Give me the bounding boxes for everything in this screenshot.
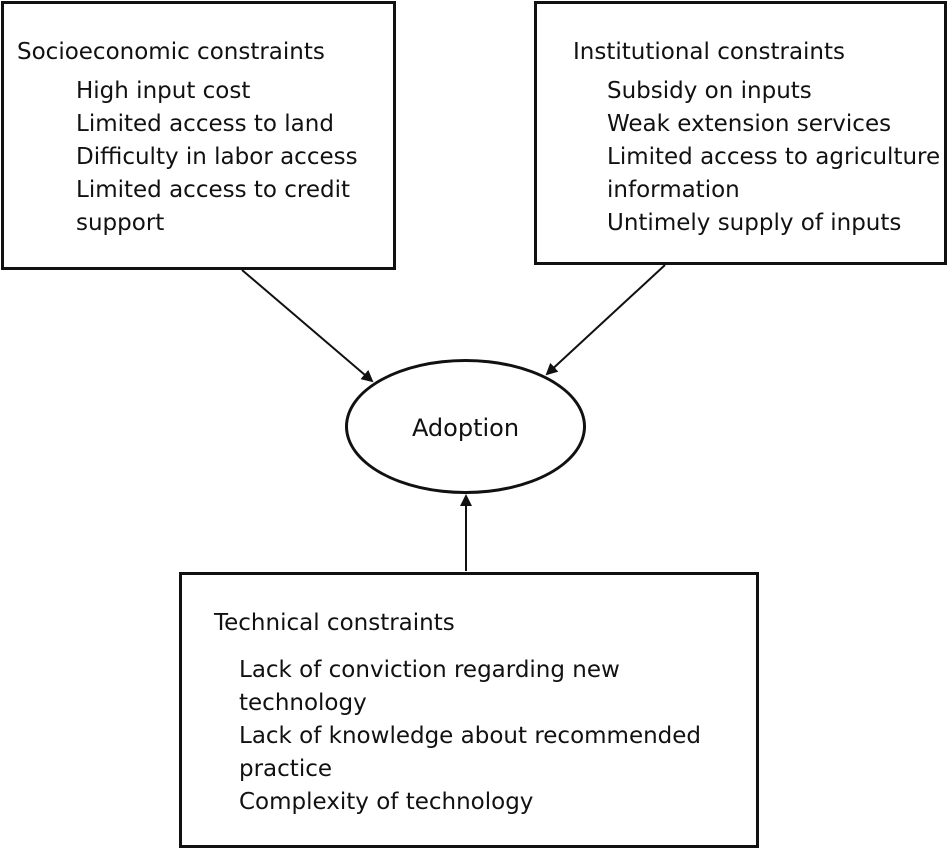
- list-item: Lack of conviction regarding new technol…: [239, 657, 620, 716]
- institutional-constraints-title: Institutional constraints: [573, 39, 846, 65]
- technical-constraints-title: Technical constraints: [214, 610, 455, 636]
- socioeconomic-constraints-title: Socioeconomic constraints: [17, 39, 325, 65]
- socioeconomic-constraints-box: Socioeconomic constraints High input cos…: [1, 1, 396, 270]
- list-item: Subsidy on inputs: [607, 78, 812, 104]
- technical-constraints-list: Lack of conviction regarding new technol…: [239, 654, 749, 819]
- arrow-institutional-to-adoption: [545, 264, 666, 376]
- list-item: Limited access to land: [76, 111, 334, 137]
- list-item: Difficulty in labor access: [76, 144, 358, 170]
- arrow-socioeconomic-to-adoption: [241, 269, 374, 383]
- list-item: Limited access to credit support: [76, 177, 351, 236]
- list-item: Weak extension services: [607, 111, 892, 137]
- list-item: Limited access to agriculture informatio…: [607, 144, 941, 203]
- list-item: Complexity of technology: [239, 789, 534, 815]
- adoption-label: Adoption: [411, 413, 520, 442]
- institutional-constraints-list: Subsidy on inputs Weak extension service…: [607, 75, 947, 240]
- socioeconomic-constraints-list: High input cost Limited access to land D…: [76, 75, 394, 240]
- adoption-node: Adoption: [345, 359, 586, 494]
- institutional-constraints-box: Institutional constraints Subsidy on inp…: [534, 1, 947, 265]
- list-item: High input cost: [76, 78, 251, 104]
- list-item: Lack of knowledge about recommended prac…: [239, 723, 702, 782]
- list-item: Untimely supply of inputs: [607, 210, 902, 236]
- technical-constraints-box: Technical constraints Lack of conviction…: [179, 572, 759, 848]
